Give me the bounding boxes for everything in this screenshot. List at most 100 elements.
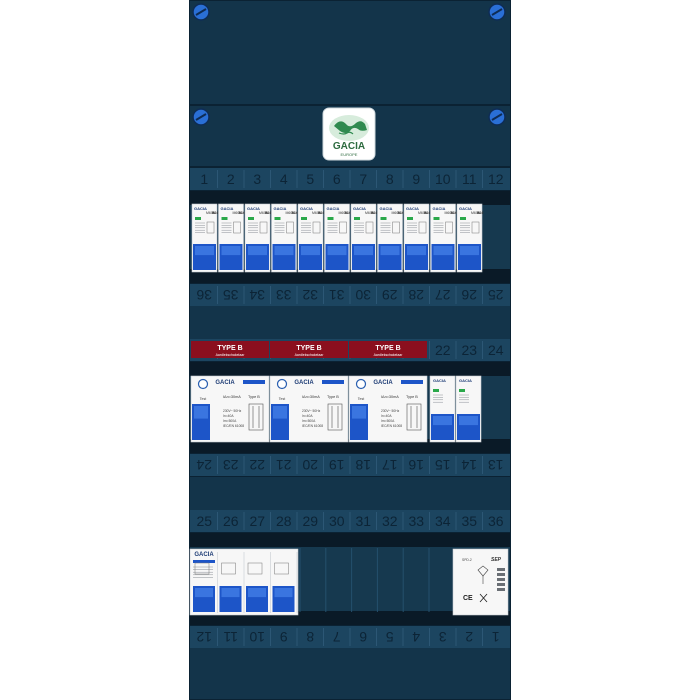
toggle-lever-top [352,406,366,419]
circuit-number: 27 [435,287,451,303]
circuit-number: 9 [412,171,420,187]
test-button [355,378,367,390]
breaker-rating: B16 [239,211,245,215]
spd-brand: SEP [491,557,502,563]
wiring-diagram [206,221,215,234]
circuit-number: 11 [462,171,477,187]
status-indicator [354,217,360,220]
breaker-brand: GACIA [247,206,260,211]
rcd-brand: GACIA [294,380,314,386]
circuit-number: 10 [435,171,451,187]
screw-slot [491,113,503,121]
toggle-lever-top [459,416,478,426]
globe-icon [329,115,369,141]
screw [192,108,210,126]
spd-symbol [477,565,489,577]
mcb-breaker: GACIA [429,375,456,443]
toggle-lever-top [273,406,287,419]
pole-diagram [221,562,236,575]
rcd-wiring-diagram [406,403,422,431]
circuit-number: 32 [382,513,398,529]
circuit-number: 11 [223,629,238,645]
type-badge-title: TYPE B [375,345,400,352]
circuit-number: 25 [196,513,212,529]
circuit-number: 23 [223,457,239,473]
breaker-model: M60N [339,211,349,215]
breaker-model: M60N [312,211,322,215]
screw [192,3,210,21]
circuit-number: 7 [333,629,341,645]
type-badge-sub: Aardlekschakelaar [295,353,325,357]
circuit-number: 1 [200,171,208,187]
status-indicator [274,217,281,220]
toggle-lever-top [460,246,479,256]
rcd-sensitivity: IΔn=30mA [381,395,399,399]
breaker-brand: GACIA [433,206,446,211]
label-strips: 1234567891011123635343332313029282726251… [190,168,510,648]
circuit-number: 30 [329,513,345,529]
circuit-number: 22 [249,457,265,473]
cover-band [190,477,510,510]
toggle-lever-top [248,246,267,256]
toggle-lever-top [195,246,214,256]
test-label: Test [358,397,364,401]
breaker-rating: B16 [424,211,430,215]
rcd-spec: 230V~ 50Hz [302,409,321,413]
breaker-model: M60N [206,211,216,215]
circuit-number: 9 [280,629,288,645]
breaker-model: M60N [259,211,269,215]
circuit-number: 30 [355,287,371,303]
rcd-wiring-diagram [248,403,264,431]
rcd-brand: GACIA [215,380,235,386]
rcd-label-band [243,380,265,384]
breaker-model: M60N [233,211,243,215]
circuit-number: 1 [492,629,500,645]
circuit-number: 31 [329,287,345,303]
circuit-number: 33 [408,513,424,529]
circuit-number: 8 [306,629,314,645]
circuit-number: 4 [412,629,420,645]
rcd-type: Type B [406,395,418,399]
type-badge-sub: Aardlekschakelaar [216,353,246,357]
breaker-brand: GACIA [300,206,313,211]
circuit-number: 29 [382,287,398,303]
wiring-diagram [286,221,294,234]
wiring-diagram [339,221,347,234]
breaker-model: M60N [365,211,375,215]
circuit-number: 32 [302,287,318,303]
devices: GACIAM60NB16GACIAM60NB16GACIAM60NB16GACI… [189,203,509,616]
main-switch-brand: GACIA [194,552,214,558]
wiring-diagram [418,221,427,234]
status-indicator [460,217,466,220]
circuit-number: 31 [355,513,371,529]
screw-slot [491,8,503,16]
breaker-rating: B16 [371,211,377,215]
status-indicator [433,217,440,220]
main-switch: GACIA [189,548,299,616]
status-indicator [380,217,387,220]
circuit-number: 25 [488,287,504,303]
breaker-brand: GACIA [274,206,287,211]
circuit-number: 26 [223,513,239,529]
breaker-model: M60N [286,211,296,215]
breaker-brand: GACIA [221,206,234,211]
breaker-model: M60N [445,211,455,215]
circuit-number: 3 [253,171,261,187]
test-button [276,378,288,390]
screw [488,3,506,21]
circuit-number: 24 [196,457,212,473]
breaker-model: M60N [471,211,481,215]
circuit-number: 16 [408,457,424,473]
rcd-spec: Im=500A [223,419,237,423]
breaker-brand: GACIA [459,206,472,211]
